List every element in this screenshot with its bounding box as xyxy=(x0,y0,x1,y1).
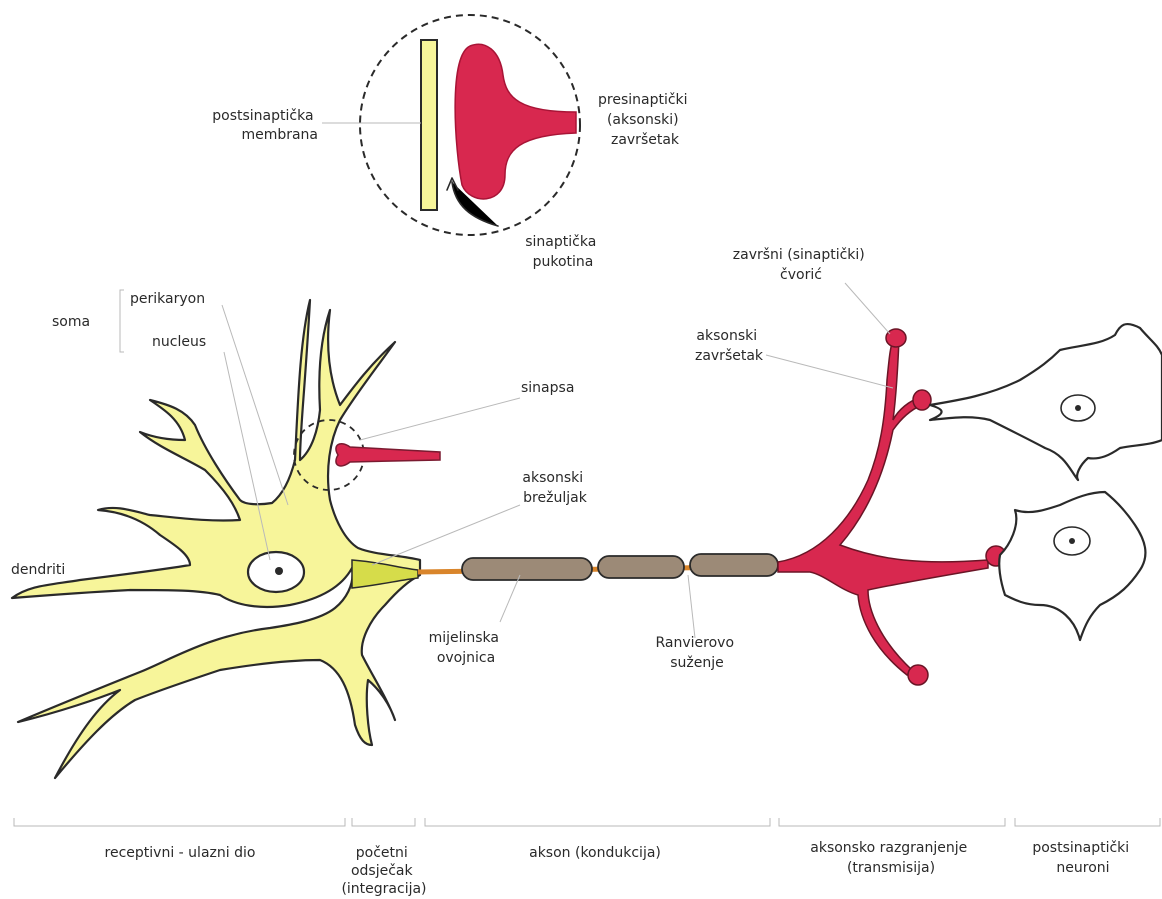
incoming-axon-terminal xyxy=(336,444,440,466)
leader-perikaryon xyxy=(222,305,288,505)
label-nucleus: nucleus xyxy=(152,334,206,350)
label-axon-terminal: aksonski završetak xyxy=(695,328,764,364)
bracket-branching xyxy=(779,818,1005,826)
postsynaptic-neurons xyxy=(930,324,1162,640)
postsynaptic-neuron-upper xyxy=(930,324,1162,480)
postsynaptic-nucleolus xyxy=(1069,538,1075,544)
postsynaptic-nucleolus xyxy=(1075,405,1081,411)
bracket-postsynaptic xyxy=(1015,818,1160,826)
main-neuron xyxy=(12,300,440,778)
nucleolus xyxy=(275,567,283,575)
terminal-bouton xyxy=(913,390,931,410)
bracket-axon xyxy=(425,818,770,826)
section-receptive: receptivni - ulazni dio xyxy=(105,845,256,861)
label-terminal-bouton: završni (sinaptički) čvorić xyxy=(733,247,869,283)
label-dendrites: dendriti xyxy=(11,562,65,578)
bracket-receptive xyxy=(14,818,345,826)
myelin-segment xyxy=(462,558,592,580)
leader-synapse xyxy=(360,398,520,440)
myelin-segment xyxy=(690,554,778,576)
myelin-segment xyxy=(598,556,684,578)
bracket-initial xyxy=(352,818,415,826)
terminal-bouton xyxy=(886,329,906,347)
label-synaptic-cleft: sinaptička pukotina xyxy=(525,234,601,270)
section-brackets xyxy=(14,818,1160,826)
label-node-of-ranvier: Ranvierovo suženje xyxy=(656,635,739,671)
postsynaptic-neuron-lower xyxy=(999,492,1145,640)
section-labels: receptivni - ulazni dio početni odsječak… xyxy=(105,840,1134,897)
axon-arborization xyxy=(778,340,988,675)
axon-branching xyxy=(778,329,1006,685)
leader-myelin xyxy=(500,575,520,622)
section-branching: aksonsko razgranjenje (transmisija) xyxy=(810,840,971,876)
section-axon: akson (kondukcija) xyxy=(529,845,661,861)
postsynaptic-membrane-band xyxy=(421,40,437,210)
label-presynaptic-terminal: presinaptički (aksonski) završetak xyxy=(598,92,692,148)
leader-bouton xyxy=(845,283,890,334)
section-initial: početni odsječak (integracija) xyxy=(341,845,426,897)
soma-dendrites xyxy=(12,300,420,778)
label-soma: soma xyxy=(52,314,90,330)
label-myelin-sheath: mijelinska ovojnica xyxy=(429,630,504,666)
section-postsynaptic: postsinaptički neuroni xyxy=(1032,840,1133,876)
leader-hillock xyxy=(372,505,520,565)
label-perikaryon: perikaryon xyxy=(130,291,205,307)
leader-axon-terminal xyxy=(766,355,893,388)
label-synapse: sinapsa xyxy=(521,380,574,396)
terminal-bouton xyxy=(908,665,928,685)
axon xyxy=(418,554,800,580)
leader-ranvier xyxy=(688,575,695,638)
soma-bracket xyxy=(120,290,124,352)
label-axon-hillock: aksonski brežuljak xyxy=(522,470,587,506)
label-postsynaptic-membrane: postsinaptička membrana xyxy=(212,108,318,143)
synapse-magnification xyxy=(322,15,580,235)
